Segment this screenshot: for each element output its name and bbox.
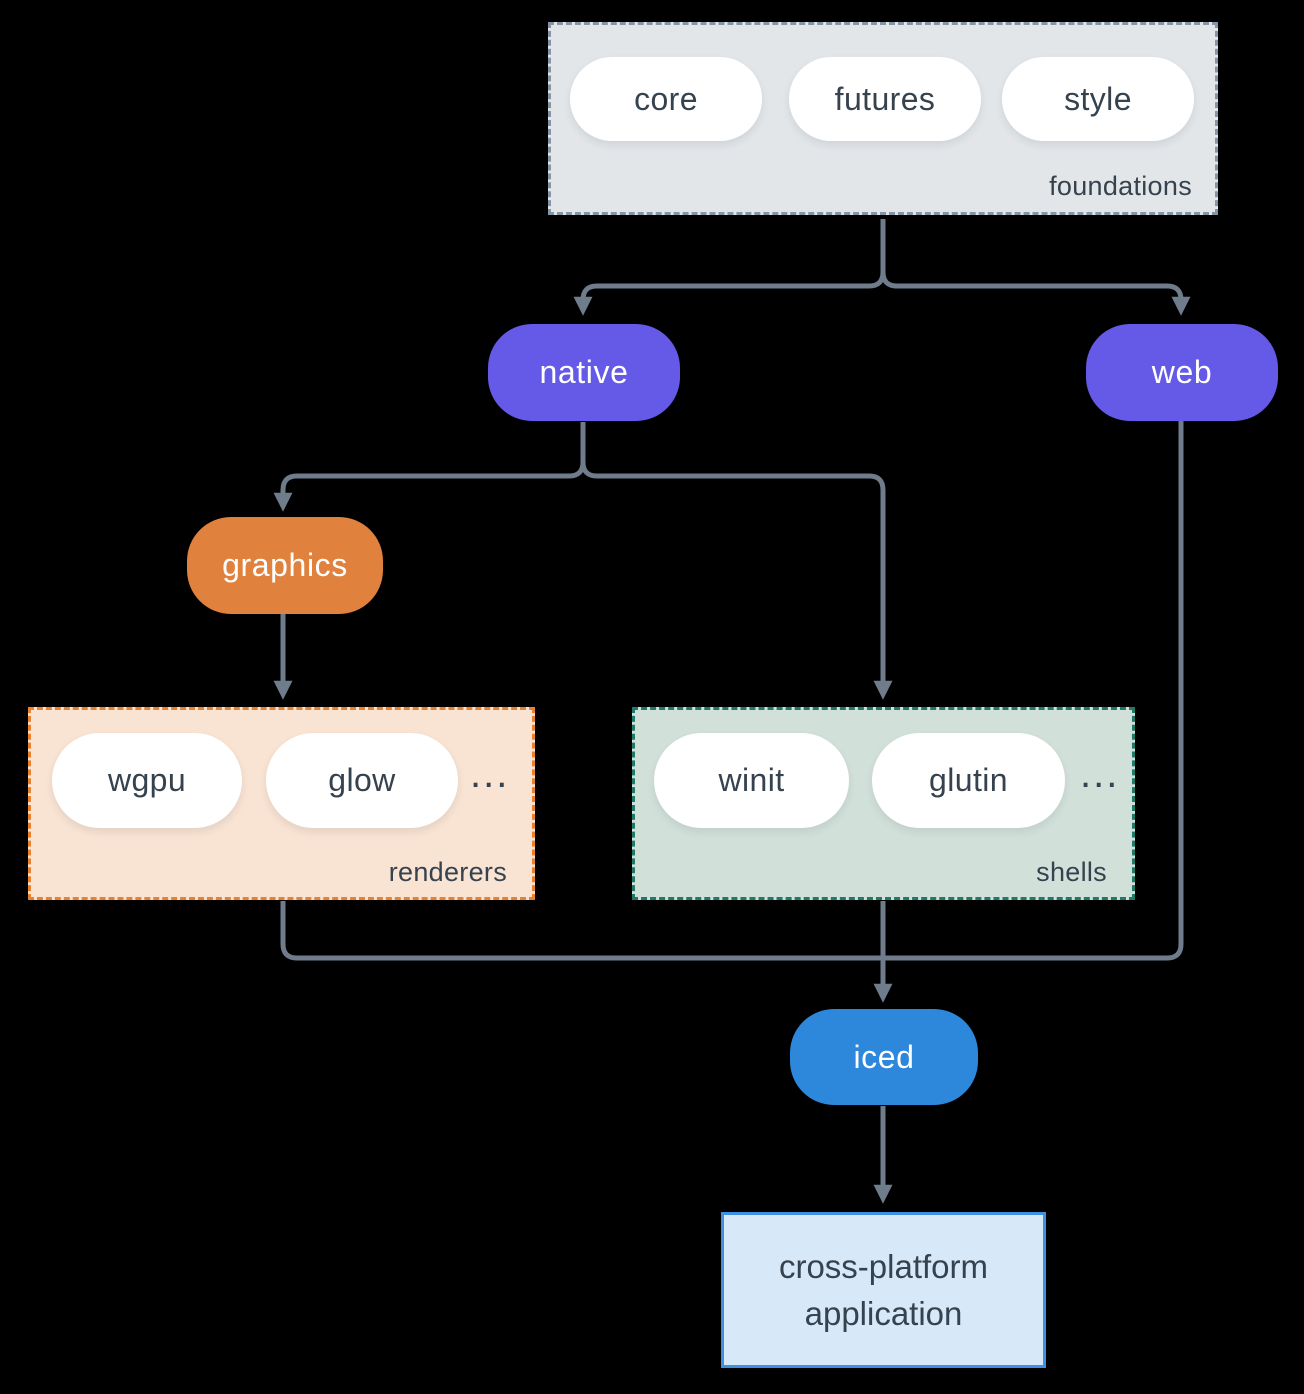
node-cross-platform-application-label: cross-platform application bbox=[778, 1248, 989, 1332]
node-glutin-label: glutin bbox=[929, 762, 1008, 798]
node-winit: winit bbox=[654, 733, 849, 828]
shells-ellipsis: ... bbox=[1080, 752, 1120, 796]
connector-native-to-shells bbox=[580, 422, 893, 700]
node-wgpu-label: wgpu bbox=[107, 762, 187, 798]
node-glow-label: glow bbox=[328, 762, 396, 798]
node-style-label: style bbox=[1064, 80, 1132, 117]
node-core-label: core bbox=[634, 80, 698, 117]
node-iced-label: iced bbox=[853, 1038, 915, 1075]
node-core: core bbox=[570, 57, 762, 141]
node-futures: futures bbox=[789, 57, 981, 141]
node-native-label: native bbox=[539, 354, 629, 390]
connector-foundations-to-native bbox=[573, 219, 886, 316]
node-graphics: graphics bbox=[187, 517, 383, 614]
node-style: style bbox=[1002, 57, 1194, 141]
node-native: native bbox=[488, 324, 680, 421]
shells-group-label: shells bbox=[1036, 857, 1107, 887]
renderers-group-label: renderers bbox=[388, 857, 507, 887]
node-winit-label: winit bbox=[718, 762, 785, 798]
node-glow: glow bbox=[266, 733, 458, 828]
connector-web-to-merge bbox=[883, 421, 1184, 961]
node-glutin: glutin bbox=[872, 733, 1065, 828]
node-web: web bbox=[1086, 324, 1278, 421]
renderers-ellipsis: ... bbox=[470, 752, 510, 796]
connector-foundations-to-web bbox=[880, 219, 1191, 316]
connector-native-to-graphics bbox=[273, 422, 586, 512]
node-cross-platform-application: cross-platform application bbox=[721, 1212, 1046, 1368]
foundations-group-label: foundations bbox=[1049, 171, 1192, 201]
node-wgpu: wgpu bbox=[52, 733, 242, 828]
node-graphics-label: graphics bbox=[222, 547, 348, 583]
node-web-label: web bbox=[1151, 354, 1213, 390]
node-futures-label: futures bbox=[834, 80, 936, 117]
node-iced: iced bbox=[790, 1009, 978, 1105]
connector-renderers-to-merge bbox=[280, 901, 883, 961]
